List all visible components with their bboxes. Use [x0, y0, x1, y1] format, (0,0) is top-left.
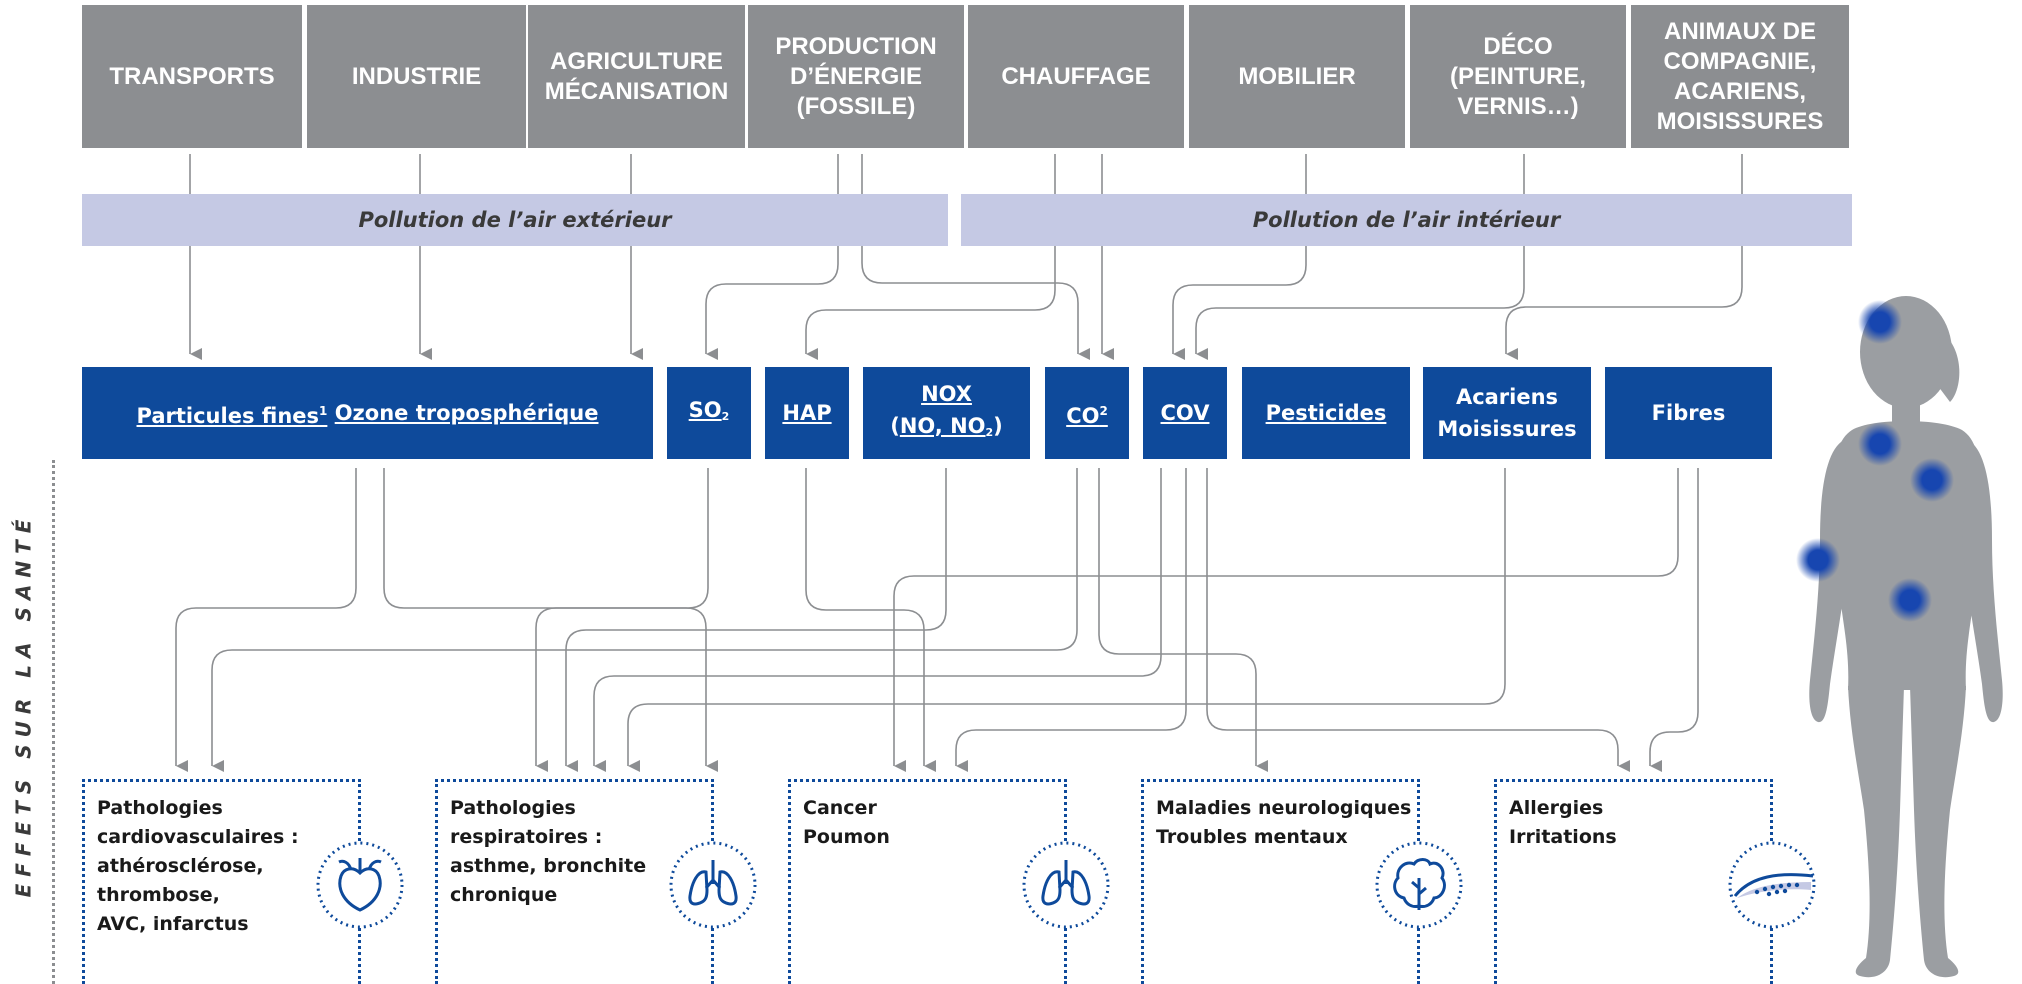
effect-cardio: Pathologies cardiovasculaires : athérosc… [82, 779, 361, 984]
link-cov-cancer [955, 468, 1187, 772]
source-chauffage: CHAUFFAGE [968, 5, 1184, 148]
link-chauffage-hap [805, 154, 1056, 360]
link-particules-cardio [175, 468, 357, 772]
pollutant-fibres: Fibres [1605, 367, 1772, 459]
pollutant-pesticides: Pesticides [1242, 367, 1410, 459]
link-ozone-respi [383, 468, 718, 772]
heart-icon [316, 841, 404, 929]
link-cov-allergies [1206, 468, 1630, 772]
link-nox-respi [565, 468, 947, 772]
effect-respiratoire: Pathologies respiratoires : asthme, bron… [435, 779, 714, 984]
lungs-icon [1022, 841, 1110, 929]
exposure-spots [1796, 300, 1954, 622]
link-so2-respi [535, 468, 709, 772]
link-co2-cardio [211, 468, 1078, 772]
source-production: PRODUCTION D’ÉNERGIE (FOSSILE) [748, 5, 964, 148]
pollutant-so2: SO2 [667, 367, 751, 459]
pollutant-particules-ozone: Particules fines1 Ozone troposphérique [82, 367, 653, 459]
link-mobilier-cov [1172, 154, 1307, 360]
side-divider [52, 460, 55, 984]
band-exterieur: Pollution de l’air extérieur [82, 194, 948, 246]
link-hap-cancer [805, 468, 936, 772]
lungs-icon [669, 841, 757, 929]
link-fibres-cancer [893, 468, 1679, 772]
pollutant-hap: HAP [765, 367, 849, 459]
source-agriculture: AGRICULTURE MÉCANISATION [528, 5, 745, 148]
source-deco: DÉCO (PEINTURE, VERNIS…) [1410, 5, 1626, 148]
side-label: EFFETS SUR LA SANTÉ [11, 512, 35, 898]
pollutant-cov: COV [1143, 367, 1227, 459]
human-silhouette-icon [1796, 296, 2003, 978]
link-co2-neuro [1098, 468, 1268, 772]
pollutant-co2: CO2 [1045, 367, 1129, 459]
link-cov-respi [593, 468, 1162, 772]
source-mobilier: MOBILIER [1189, 5, 1405, 148]
brain-icon [1375, 841, 1463, 929]
link-deco-cov [1195, 154, 1525, 360]
skin-icon [1728, 841, 1816, 929]
pollutant-nox: NOX (NO, NO2) [863, 367, 1030, 459]
link-acariens-respi [627, 468, 1506, 772]
pollutant-acariens-moisissures: Acariens Moisissures [1423, 367, 1591, 459]
link-fibres-allergies [1649, 468, 1699, 772]
source-industrie: INDUSTRIE [307, 5, 526, 148]
source-animaux: ANIMAUX DE COMPAGNIE, ACARIENS, MOISISSU… [1631, 5, 1849, 148]
source-transports: TRANSPORTS [82, 5, 302, 148]
link-production-co2 [861, 154, 1090, 360]
link-production-so2 [705, 154, 839, 360]
band-interieur: Pollution de l’air intérieur [961, 194, 1852, 246]
link-animaux-acariens [1505, 154, 1743, 360]
